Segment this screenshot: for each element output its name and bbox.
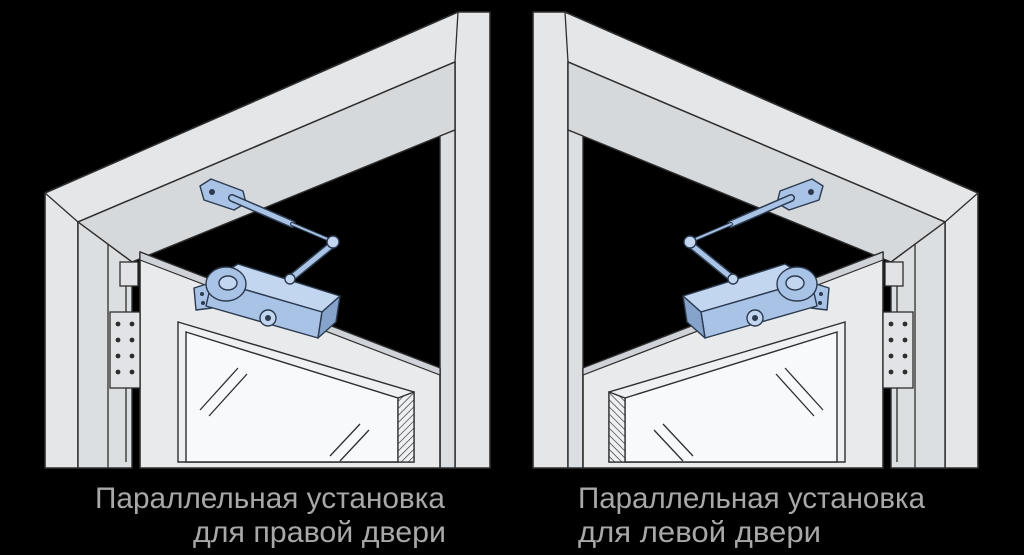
hinge-screw xyxy=(115,369,121,375)
hinge-screw xyxy=(115,321,121,327)
closer-forearm xyxy=(287,241,336,282)
hinge-screw xyxy=(129,337,135,343)
hinge-screw xyxy=(129,369,135,375)
hinge-screw xyxy=(888,321,894,327)
frame-left-reveal xyxy=(77,221,133,469)
glass-reflection xyxy=(784,367,824,411)
frame-right-reveal xyxy=(567,129,584,469)
frame-corner-miter xyxy=(44,192,79,223)
glass-reflection xyxy=(208,373,248,417)
hinge-screw xyxy=(902,369,908,375)
closer-end-cap-inner xyxy=(218,275,238,291)
hinge-plate xyxy=(109,311,141,389)
closer-pinion xyxy=(727,273,739,285)
right-door-figure xyxy=(44,11,491,469)
left-door-caption-line2: для левой двери xyxy=(578,516,821,549)
glass-side-hatch xyxy=(608,391,626,463)
glass-reflection xyxy=(775,373,815,417)
closer-body-end xyxy=(317,295,341,339)
closer-elbow xyxy=(326,235,340,249)
closer-valve-center xyxy=(752,315,758,321)
hinge-screw xyxy=(129,353,135,359)
hinge-screw xyxy=(115,353,121,359)
frame-right-reveal xyxy=(439,129,456,469)
door-closer xyxy=(682,178,830,339)
closer-pinion xyxy=(284,273,296,285)
closer-body-end xyxy=(682,295,706,339)
frame-top-miter xyxy=(454,11,459,63)
hinge-plate xyxy=(882,311,914,389)
closer-elbow xyxy=(683,235,697,249)
closer-main-arm xyxy=(229,195,295,227)
closer-mount-hole xyxy=(818,301,822,305)
hinge-screw xyxy=(888,353,894,359)
frame-corner-miter xyxy=(944,192,979,223)
closer-valve-center xyxy=(265,315,271,321)
hinge-screw xyxy=(902,321,908,327)
hinge-top xyxy=(884,261,904,287)
glass-side-hatch xyxy=(397,391,415,463)
hinge-screw xyxy=(888,337,894,343)
hinge-screw xyxy=(115,337,121,343)
glass-reflection xyxy=(653,429,684,462)
closer-main-arm xyxy=(728,195,794,227)
glass-reflection xyxy=(662,423,694,457)
frame-left-reveal xyxy=(890,221,946,469)
left-door-figure xyxy=(532,11,979,469)
hinge-screw xyxy=(902,337,908,343)
door-closer xyxy=(193,178,341,339)
right-door-caption-line1: Параллельная установка xyxy=(95,482,445,515)
closer-bracket-hole xyxy=(209,189,215,195)
closer-rod xyxy=(291,223,333,242)
closer-forearm xyxy=(687,241,736,282)
hinge-screw xyxy=(902,353,908,359)
closer-rod xyxy=(690,223,732,242)
glass-reflection xyxy=(339,429,370,462)
closer-mount-hole xyxy=(201,301,205,305)
hinge-top xyxy=(119,261,139,287)
glass-reflection xyxy=(199,367,239,411)
right-door-caption-line2: для правой двери xyxy=(193,516,446,549)
left-door-caption-line1: Параллельная установка xyxy=(578,482,925,515)
closer-end-cap-inner xyxy=(785,275,805,291)
closer-mount-hole xyxy=(200,292,204,296)
closer-bracket-hole xyxy=(808,189,814,195)
hinge-screw xyxy=(129,321,135,327)
hinge-screw xyxy=(888,369,894,375)
closer-mount-hole xyxy=(819,292,823,296)
frame-top-miter xyxy=(564,11,569,63)
glass-reflection xyxy=(329,423,361,457)
